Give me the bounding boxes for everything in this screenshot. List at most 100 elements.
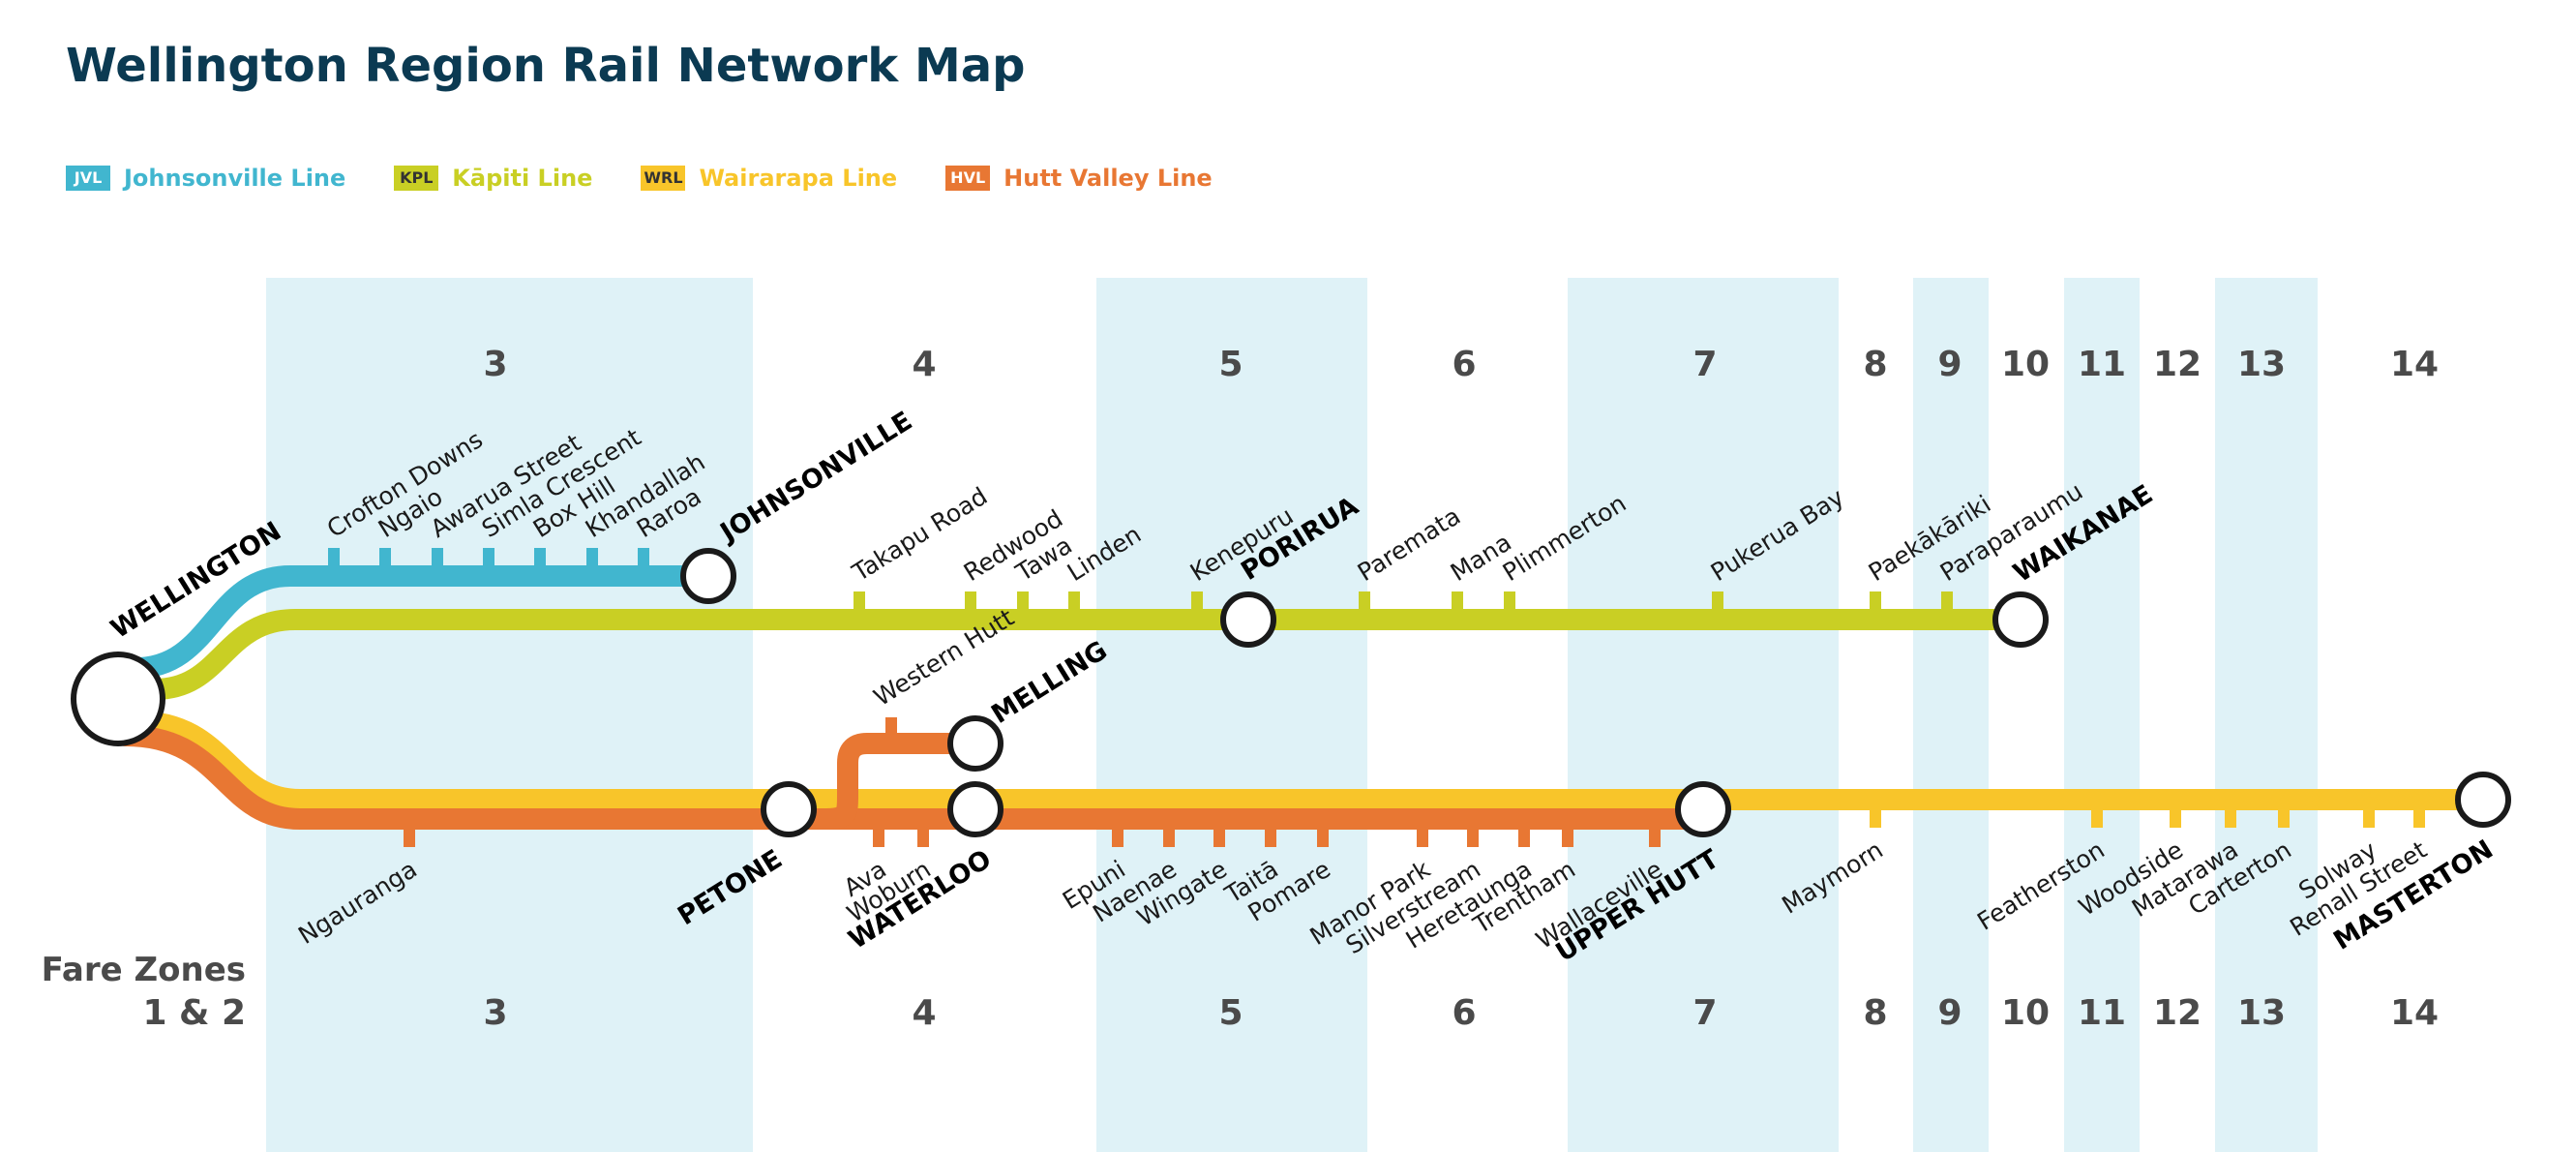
tick-trentham (1562, 830, 1573, 847)
tick-raroa (638, 548, 649, 565)
fare-zone-top-14: 14 (2390, 345, 2439, 384)
fare-zone-band-7 (1568, 278, 1839, 1152)
fare-zone-top-4: 4 (912, 345, 936, 384)
fare-zone-bands (266, 278, 2318, 1152)
tick-naenae (1163, 830, 1175, 847)
tick-pukerua-bay (1712, 591, 1723, 609)
legend-wairarapa-line[interactable]: WRL Wairarapa Line (641, 165, 897, 192)
fare-zone-bottom-10: 10 (2001, 993, 2050, 1033)
legend-badge-hvl: HVL (945, 166, 991, 191)
fare-zone-band-13 (2215, 278, 2318, 1152)
tick-ava (873, 830, 884, 847)
fare-zone-top-12: 12 (2153, 345, 2202, 384)
fare-zone-band-11 (2064, 278, 2140, 1152)
fare-zone-bottom-4: 4 (912, 993, 936, 1033)
fare-zone-bottom-12: 12 (2153, 993, 2202, 1033)
tick-ngauranga (404, 830, 415, 847)
fare-zone-bottom-7: 7 (1692, 993, 1717, 1033)
fare-zone-top-13: 13 (2237, 345, 2286, 384)
legend-badge-kpl: KPL (394, 166, 439, 191)
fare-zone-bottom-3: 3 (483, 993, 507, 1033)
fare-zone-bottom-14: 14 (2390, 993, 2439, 1033)
tick-simla-crescent (483, 548, 494, 565)
fare-zone-bottom-5: 5 (1218, 993, 1243, 1033)
node-porirua (1220, 591, 1276, 648)
fare-zone-top-11: 11 (2078, 345, 2126, 384)
tick-redwood (965, 591, 976, 609)
legend-badge-wrl: WRL (641, 166, 686, 191)
line-legend: JVL Johnsonville Line KPL Kāpiti Line WR… (66, 159, 1261, 197)
tick-featherston (2091, 810, 2103, 828)
tick-linden (1068, 591, 1080, 609)
tick-tawa (1017, 591, 1029, 609)
fare-zone-bottom-9: 9 (1937, 993, 1962, 1033)
legend-kapiti-line[interactable]: KPL Kāpiti Line (394, 165, 592, 192)
fare-zones-title: Fare Zones (42, 951, 246, 989)
node-upper-hutt (1675, 781, 1731, 837)
tick-carterton (2278, 810, 2290, 828)
melling-branch-track (812, 733, 986, 830)
tick-paremata (1359, 591, 1370, 609)
tick-matarawa (2225, 810, 2236, 828)
rail-lines (115, 565, 2494, 830)
tick-silverstream (1467, 830, 1479, 847)
legend-johnsonville-line[interactable]: JVL Johnsonville Line (66, 165, 345, 192)
hutt-valley-line-track (115, 725, 1714, 830)
tick-pomare (1317, 830, 1329, 847)
fare-zone-top-9: 9 (1937, 345, 1962, 384)
node-petone (761, 781, 817, 837)
tick-taita (1265, 830, 1276, 847)
node-melling (947, 715, 1003, 772)
tick-woodside (2170, 810, 2181, 828)
legend-badge-jvl: JVL (66, 166, 110, 191)
tick-renall-street (2413, 810, 2425, 828)
node-waikanae (1992, 591, 2049, 648)
node-johnsonville (680, 548, 736, 604)
node-waterloo (947, 781, 1003, 837)
tick-wingate (1213, 830, 1225, 847)
fare-zone-bottom-13: 13 (2237, 993, 2286, 1033)
tick-solway (2363, 810, 2375, 828)
tick-mana (1452, 591, 1463, 609)
fare-zone-bottom-1-and-2: 1 & 2 (142, 993, 246, 1033)
fare-zone-top-6: 6 (1452, 345, 1476, 384)
legend-label-kpl: Kāpiti Line (452, 165, 593, 192)
fare-zone-top-5: 5 (1218, 345, 1243, 384)
legend-label-jvl: Johnsonville Line (124, 165, 346, 192)
fare-zone-band-5 (1096, 278, 1367, 1152)
interchange-nodes (71, 548, 2511, 837)
station-paremata: Paremata (1353, 501, 1465, 587)
tick-takapu-road (854, 591, 865, 609)
tick-box-hill (534, 548, 546, 565)
fare-zone-top-3: 3 (483, 345, 507, 384)
tick-heretaunga (1518, 830, 1530, 847)
node-wellington (71, 652, 165, 746)
johnsonville-line-track (125, 565, 719, 679)
fare-zone-bottom-11: 11 (2078, 993, 2126, 1033)
station-melling: MELLING (986, 635, 1113, 730)
tick-kenepuru (1191, 591, 1203, 609)
tick-plimmerton (1504, 591, 1515, 609)
tick-ngaio (379, 548, 391, 565)
tick-woburn (917, 830, 929, 847)
fare-zone-band-3 (266, 278, 753, 1152)
tick-epuni (1112, 830, 1123, 847)
legend-hutt-valley-line[interactable]: HVL Hutt Valley Line (945, 165, 1213, 192)
legend-label-wrl: Wairarapa Line (699, 165, 898, 192)
fare-zone-band-9 (1913, 278, 1989, 1152)
station-ticks (328, 548, 2425, 847)
fare-zone-top-10: 10 (2001, 345, 2050, 384)
tick-khandallah (586, 548, 598, 565)
fare-zone-bottom-8: 8 (1863, 993, 1887, 1033)
legend-label-hvl: Hutt Valley Line (1003, 165, 1213, 192)
node-masterton (2455, 772, 2511, 828)
tick-awarua-street (432, 548, 443, 565)
fare-zone-top-7: 7 (1692, 345, 1717, 384)
map-title: Wellington Region Rail Network Map (66, 39, 1026, 93)
fare-zone-bottom-6: 6 (1452, 993, 1476, 1033)
tick-manor-park (1417, 830, 1428, 847)
tick-maymorn (1870, 810, 1881, 828)
tick-western-hutt (885, 717, 897, 735)
